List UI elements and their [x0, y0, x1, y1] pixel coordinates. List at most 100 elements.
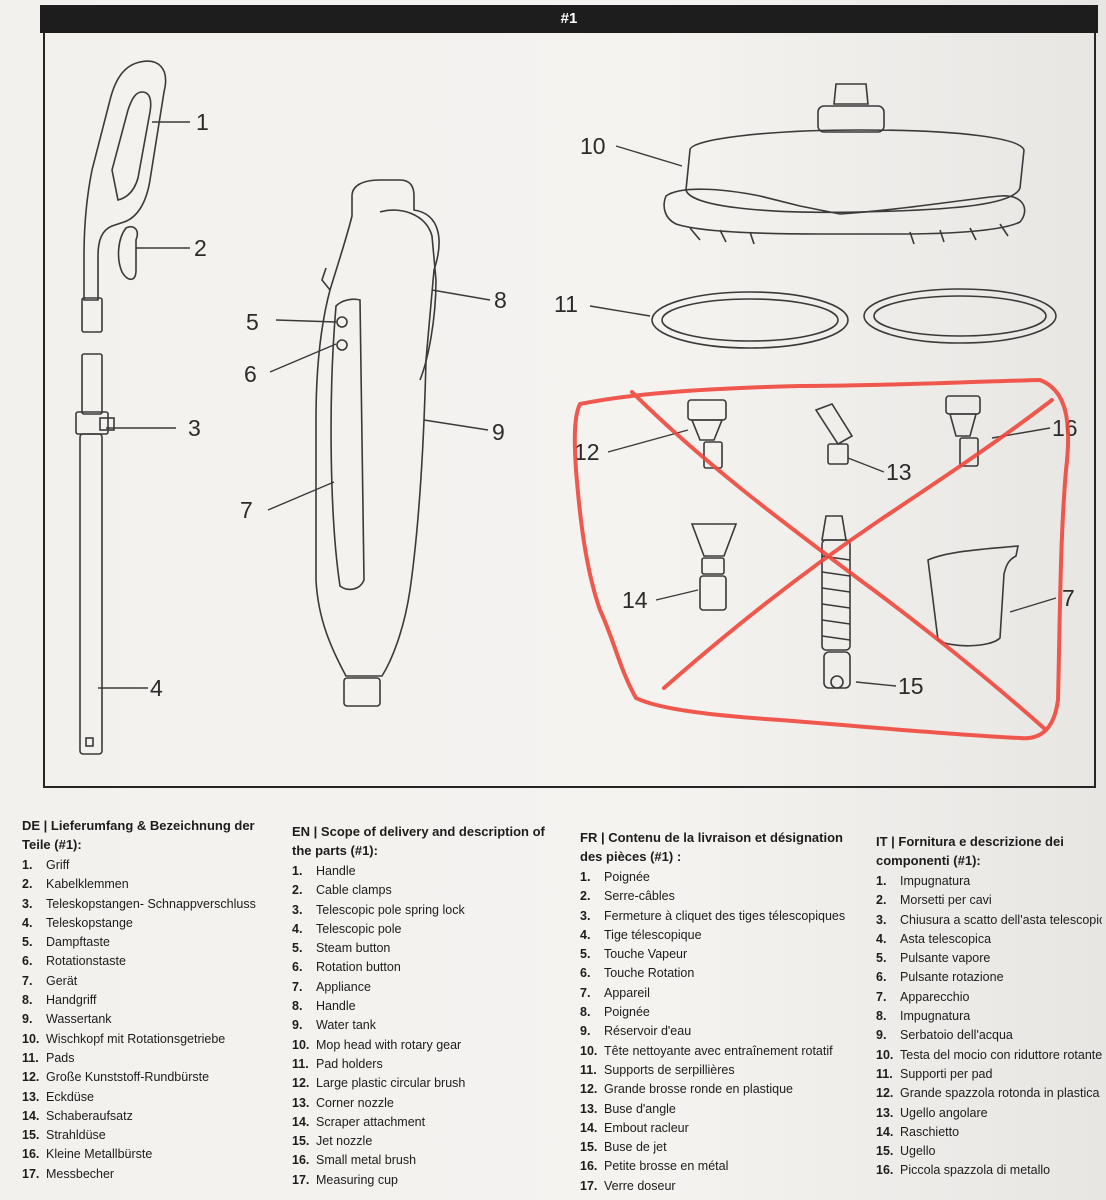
column-fr: FR | Contenu de la livraison et désignat…: [580, 828, 852, 1196]
list-item: 15.Buse de jet: [580, 1140, 667, 1155]
list-item: 8.Impugnatura: [876, 1009, 971, 1024]
red-strikeout-mark: [572, 378, 1071, 741]
list-item: 14.Raschietto: [876, 1124, 960, 1139]
callout-7: 7: [240, 497, 253, 523]
parts-list-fr: 1.Poignée 2.Serre-câbles 3.Fermeture à c…: [580, 868, 852, 1196]
list-item: 5.Touche Vapeur: [580, 947, 688, 962]
mop-head-part: [663, 83, 1026, 245]
list-item: 4.Asta telescopica: [876, 931, 992, 946]
callout-9: 9: [492, 419, 505, 445]
column-en: EN | Scope of delivery and description o…: [292, 822, 547, 1190]
list-item: 17.Verre doseur: [580, 1178, 676, 1193]
list-item: 15.Strahldüse: [22, 1128, 106, 1143]
diagram-frame: [43, 33, 1096, 788]
figure-header-bar: #1: [40, 5, 1098, 33]
list-item: 10.Testa del mocio con riduttore rotante: [876, 1047, 1102, 1062]
column-title-it: IT | Fornitura e descrizione dei compone…: [876, 834, 1064, 868]
pad-rings-part: [651, 288, 1057, 349]
leader-lines: [98, 121, 1057, 689]
callout-11: 11: [554, 291, 578, 317]
callout-numbers: 1 2 3 4 5 6 7 8 9 10 11 12 13 14 15 16 7: [150, 109, 1078, 701]
column-title-de: DE | Lieferumfang & Bezeichnung der Teil…: [22, 818, 255, 852]
list-item: 1.Poignée: [580, 870, 650, 884]
column-title-en: EN | Scope of delivery and description o…: [292, 824, 545, 858]
list-item: 2.Cable clamps: [292, 883, 392, 898]
list-item: 12.Große Kunststoff-Rundbürste: [22, 1070, 210, 1085]
list-item: 14.Scraper attachment: [292, 1114, 426, 1129]
list-item: 12.Grande brosse ronde en plastique: [580, 1082, 794, 1097]
list-item: 6.Rotationstaste: [22, 954, 126, 969]
list-item: 12.Large plastic circular brush: [292, 1076, 466, 1091]
list-item: 3.Teleskopstangen- Schnappverschluss: [22, 896, 256, 911]
callout-17: 7: [1062, 585, 1075, 611]
list-item: 11.Pads: [22, 1050, 75, 1065]
parts-list-it: 1.Impugnatura 2.Morsetti per cavi 3.Chiu…: [876, 872, 1102, 1181]
list-item: 12.Grande spazzola rotonda in plastica: [876, 1086, 1100, 1101]
appliance-part: [315, 179, 440, 707]
parts-diagram: 1 2 3 4 5 6 7 8 9 10 11 12 13 14 15 16 7: [75, 60, 1078, 755]
list-item: 9.Water tank: [292, 1018, 376, 1033]
list-item: 11.Supporti per pad: [876, 1066, 993, 1081]
list-item: 8.Poignée: [580, 1005, 650, 1020]
column-de: DE | Lieferumfang & Bezeichnung der Teil…: [22, 816, 277, 1184]
list-item: 16.Small metal brush: [292, 1153, 417, 1168]
measuring-cup-part: [927, 545, 1019, 647]
plastic-brush-part: [687, 399, 727, 469]
list-item: 3.Chiusura a scatto dell'asta telescopic…: [876, 912, 1102, 927]
jet-nozzle-part: [821, 515, 851, 689]
list-item: 14.Embout racleur: [580, 1120, 689, 1135]
list-item: 13.Buse d'angle: [580, 1101, 676, 1116]
callout-4: 4: [150, 675, 163, 701]
list-item: 11.Supports de serpillières: [580, 1062, 735, 1077]
callout-3: 3: [188, 415, 201, 441]
callout-12: 12: [574, 439, 600, 465]
list-item: 4.Telescopic pole: [292, 921, 402, 936]
list-item: 16.Petite brosse en métal: [580, 1159, 729, 1174]
list-item: 10.Tête nettoyante avec entraînement rot…: [580, 1043, 833, 1058]
list-item: 7.Appliance: [292, 979, 371, 994]
callout-8: 8: [494, 287, 507, 313]
list-item: 6.Touche Rotation: [580, 966, 695, 981]
callout-6: 6: [244, 361, 257, 387]
list-item: 11.Pad holders: [292, 1056, 383, 1071]
list-item: 10.Mop head with rotary gear: [292, 1037, 462, 1052]
list-item: 10.Wischkopf mit Rotationsgetriebe: [22, 1031, 226, 1046]
column-it: IT | Fornitura e descrizione dei compone…: [876, 832, 1102, 1181]
list-item: 7.Appareil: [580, 985, 650, 1000]
list-item: 6.Pulsante rotazione: [876, 970, 1004, 985]
list-item: 1.Griff: [22, 858, 70, 872]
list-item: 4.Teleskopstange: [22, 915, 133, 930]
scraper-part: [690, 523, 738, 611]
list-item: 5.Dampftaste: [22, 935, 110, 950]
figure-tag: #1: [560, 10, 578, 27]
list-item: 16.Piccola spazzola di metallo: [876, 1163, 1051, 1178]
callout-14: 14: [622, 587, 648, 613]
list-item: 7.Gerät: [22, 973, 78, 988]
list-item: 1.Handle: [292, 864, 356, 878]
list-item: 5.Steam button: [292, 941, 391, 956]
list-item: 9.Réservoir d'eau: [580, 1024, 692, 1039]
list-item: 16.Kleine Metallbürste: [22, 1147, 153, 1162]
callout-10: 10: [580, 133, 606, 159]
list-item: 13.Ugello angolare: [876, 1105, 988, 1120]
parts-list-de: 1.Griff 2.Kabelklemmen 3.Teleskopstangen…: [22, 856, 277, 1184]
list-item: 5.Pulsante vapore: [876, 951, 991, 966]
telescopic-pole-part: [75, 353, 115, 755]
list-item: 3.Telescopic pole spring lock: [292, 902, 465, 917]
callout-15: 15: [898, 673, 924, 699]
corner-nozzle-part: [814, 403, 854, 465]
list-item: 14.Schaberaufsatz: [22, 1108, 133, 1123]
list-item: 13.Corner nozzle: [292, 1095, 394, 1110]
parts-list-en: 1.Handle 2.Cable clamps 3.Telescopic pol…: [292, 862, 547, 1190]
list-item: 1.Impugnatura: [876, 874, 971, 888]
list-item: 13.Eckdüse: [22, 1089, 94, 1104]
list-item: 8.Handle: [292, 999, 356, 1014]
list-item: 9.Serbatoio dell'acqua: [876, 1028, 1013, 1043]
list-item: 3.Fermeture à cliquet des tiges télescop…: [580, 908, 846, 923]
callout-2: 2: [194, 235, 207, 261]
column-title-fr: FR | Contenu de la livraison et désignat…: [580, 830, 843, 864]
callout-16: 16: [1052, 415, 1078, 441]
list-item: 17.Messbecher: [22, 1166, 115, 1181]
list-item: 2.Kabelklemmen: [22, 877, 129, 892]
